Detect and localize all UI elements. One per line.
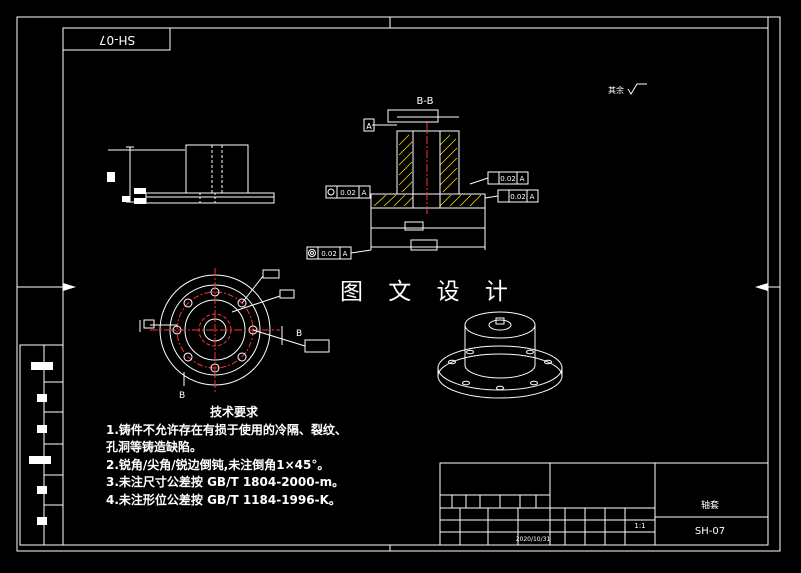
datum-a-box	[363, 118, 375, 132]
date-value: 2020/10/31	[516, 536, 551, 543]
tech-requirements-title: 技术要求	[210, 405, 259, 419]
tech-item: 4.未注形位公差按 GB/T 1184-1996-K。	[106, 492, 341, 507]
section-marker-bottom: B	[179, 391, 185, 401]
code-stamp-text: SH-07	[99, 33, 135, 47]
gdt-frame-coax	[306, 246, 372, 260]
gdt-frame-perp-2	[484, 189, 539, 203]
section-marker-right: B	[296, 329, 302, 339]
roughness-note: 其余	[608, 85, 624, 95]
front-view-dim-label	[134, 188, 146, 194]
gdt-frame-perp-1	[469, 171, 529, 185]
code-stamp-box	[62, 27, 171, 51]
tech-item: 2.锐角/尖角/锐边倒钝,未注倒角1×45°。	[106, 457, 330, 472]
section-dimensions	[370, 109, 486, 251]
tech-requirements: 技术要求 1.铸件不允许存在有损于使用的冷隔、裂纹、 孔洞等铸造缺陷。 2.锐角…	[106, 404, 347, 509]
section-title: B-B	[417, 96, 434, 107]
gdt-perp-2-datum: A	[530, 193, 535, 201]
tech-item: 1.铸件不允许存在有损于使用的冷隔、裂纹、	[106, 422, 347, 437]
gdt-coax-value: 0.02	[321, 250, 337, 258]
gdt-coax-datum: A	[343, 250, 348, 258]
tech-item: 孔洞等铸造缺陷。	[106, 440, 203, 454]
gdt-perp-2-value: 0.02	[510, 193, 526, 201]
datum-a-label: A	[366, 122, 372, 131]
front-view-dim-label	[107, 172, 115, 182]
title-block	[439, 462, 769, 546]
front-view	[108, 144, 275, 204]
gdt-frame-runout	[325, 185, 371, 199]
watermark-text: 图 文 设 计	[340, 279, 517, 305]
plan-leaders	[139, 269, 330, 386]
front-view-dim-label	[122, 196, 130, 202]
drawing-code: SH-07	[695, 526, 725, 537]
centering-arrow	[63, 283, 76, 291]
front-view-dim-label	[134, 198, 146, 204]
scale-value: 1:1	[634, 522, 645, 530]
gdt-perp-1-datum: A	[520, 175, 525, 183]
left-stamp-column	[19, 344, 64, 546]
gdt-perp-1-value: 0.02	[500, 175, 516, 183]
roughness-symbol	[627, 83, 647, 95]
gdt-runout-value: 0.02	[340, 189, 356, 197]
left-stamp-text	[29, 362, 53, 525]
centering-arrow	[755, 283, 768, 291]
part-name: 轴套	[701, 499, 719, 511]
gdt-runout-datum: A	[362, 189, 367, 197]
sheet-outer-border	[16, 16, 781, 552]
isometric-view	[437, 311, 563, 399]
section-view	[370, 130, 486, 209]
tech-item: 3.未注尺寸公差按 GB/T 1804-2000-m。	[106, 475, 345, 489]
watermark-backdrop	[336, 270, 476, 300]
section-hatch	[373, 134, 482, 207]
